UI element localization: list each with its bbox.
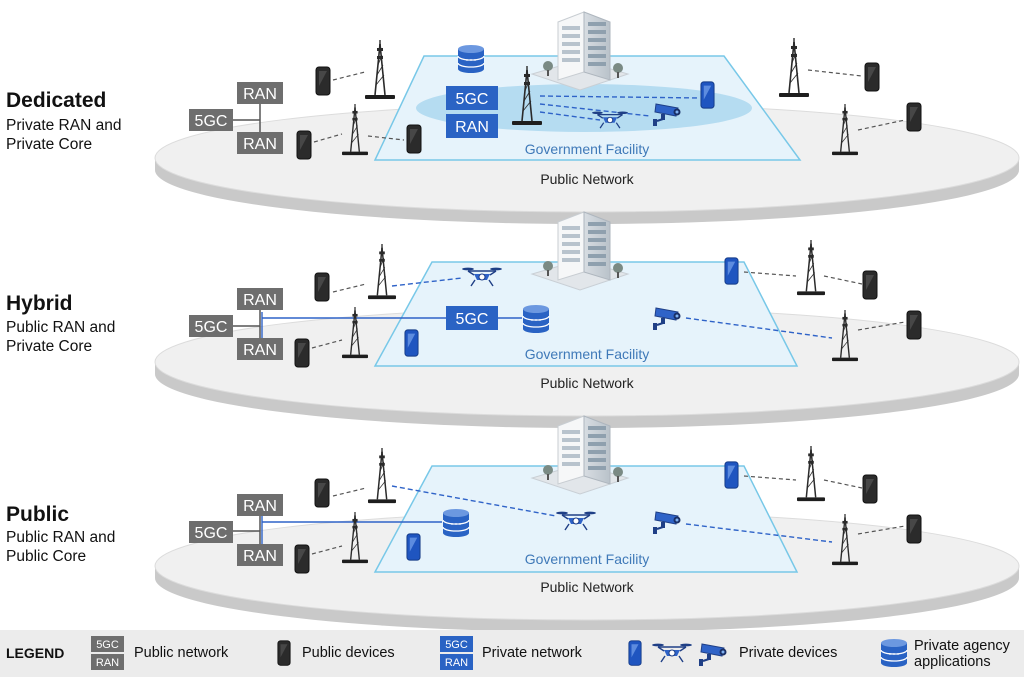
subtitle-line: Private Core [6,338,93,355]
private-agency-database-icon [522,304,550,334]
subtitle-line: Private RAN and [6,117,122,134]
private-core-label: 5GC [456,91,489,108]
private-core-box: 5GC [446,306,498,330]
tier-subtitle-hybrid: Public RAN and Private Core [6,318,115,356]
ran-label: RAN [243,548,277,565]
ran-label: RAN [243,498,277,515]
public-phone-icon [406,124,422,154]
private-phone-icon [404,329,419,357]
legend-public-devices: Public devices [302,645,395,661]
cell-tower-icon [367,243,397,300]
public-phone-icon [296,130,312,160]
ran-label: RAN [243,86,277,103]
ran-label: RAN [243,136,277,153]
private-core-box: 5GC [446,86,498,110]
ran-label: RAN [243,342,277,359]
private-core-label: 5GC [456,311,489,328]
cell-tower-icon [796,445,826,502]
public-phone-icon [315,66,331,96]
tier-subtitle-dedicated: Private RAN and Private Core [6,116,121,154]
tier-public: Government Facility Public Network [154,415,1020,632]
legend-ran-text: RAN [96,657,119,669]
private-phone-icon [700,81,715,109]
public-phone-icon [906,514,922,544]
legend-core-text: 5GC [96,639,119,651]
public-phone-icon [314,272,330,302]
subtitle-line: Public RAN and [6,319,116,336]
public-phone-icon [314,478,330,508]
private-drone-icon [651,642,693,663]
facility-label: Government Facility [525,141,649,157]
subtitle-line: Public RAN and [6,529,116,546]
subtitle-line: Public Core [6,548,87,565]
public-links [311,475,906,555]
facility-zone [373,465,799,573]
public-core-cluster: RAN RAN 5GC [189,82,283,154]
tier-title-dedicated: Dedicated [6,89,107,112]
cell-tower-icon [367,447,397,504]
public-phone-icon [294,544,310,574]
private-links [539,95,701,121]
tier-subtitle-public: Public RAN and Public Core [6,528,115,566]
core-label: 5GC [195,319,228,336]
tier-title-hybrid: Hybrid [6,292,73,315]
public-device-legend-icon [277,640,291,666]
private-agency-database-icon [457,44,485,74]
public-network-label: Public Network [540,579,634,595]
public-phone-icon [906,102,922,132]
public-links [313,69,906,143]
cell-tower-icon [364,39,396,100]
private-camera-icon [698,643,728,667]
core-label: 5GC [195,525,228,542]
public-phone-icon [906,310,922,340]
facility-label: Government Facility [525,551,649,567]
private-phone-icon [628,640,642,666]
public-phone-icon [294,338,310,368]
tier-title-public: Public [6,503,70,526]
ran-label: RAN [243,292,277,309]
private-ran-label: RAN [455,119,489,136]
subtitle-line: Private Core [6,136,93,153]
private-phone-icon [724,257,739,285]
government-building-icon [531,11,629,91]
public-core-to-app-link [261,516,442,544]
private-network-legend-icon: 5GC RAN [440,636,473,670]
private-ran-zone [416,84,752,132]
private-agency-database-icon [442,508,470,538]
public-network-legend-icon: 5GC RAN [91,636,124,670]
tier-hybrid: Government Facility Public Network [154,211,1020,428]
tier-dedicated: Government Facility Public Network [154,11,1020,224]
private-links [391,485,833,543]
legend-title: LEGEND [6,645,65,661]
facility-label: Government Facility [525,346,649,362]
legend-ran-text: RAN [445,657,468,669]
public-phone-icon [862,270,878,300]
public-network-label: Public Network [540,171,634,187]
legend-private-apps: Private agency applications [914,638,1010,670]
private-ran-box: RAN [446,114,498,138]
legend-private-network: Private network [482,645,582,661]
legend: LEGEND 5GC RAN Public network Public dev… [0,630,1024,677]
private-phone-icon [406,533,421,561]
legend-line: Private agency [914,638,1010,654]
legend-private-devices: Private devices [739,645,838,661]
public-core-cluster: RAN RAN 5GC [189,288,283,360]
public-network-label: Public Network [540,375,634,391]
core-label: 5GC [195,113,228,130]
public-links [311,271,906,349]
legend-core-text: 5GC [445,639,468,651]
public-phone-icon [862,474,878,504]
public-phone-icon [864,62,880,92]
private-links [391,277,833,339]
facility-zone [373,261,799,367]
public-core-cluster: RAN RAN 5GC [189,494,283,566]
legend-line: applications [914,654,991,670]
private-agency-app-legend-icon [880,638,908,668]
private-phone-icon [724,461,739,489]
cell-tower-icon [778,37,810,98]
private-devices-legend-icons [628,640,728,667]
legend-public-network: Public network [134,645,229,661]
cell-tower-icon [796,239,826,296]
